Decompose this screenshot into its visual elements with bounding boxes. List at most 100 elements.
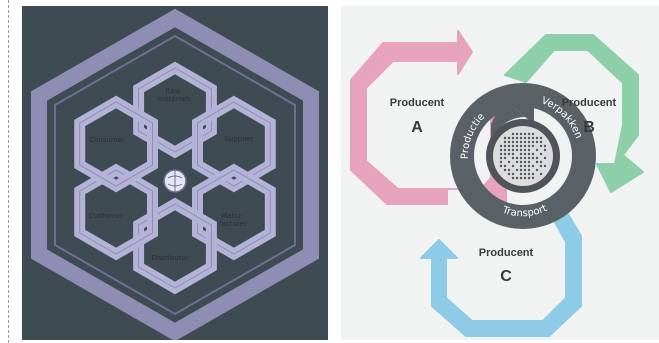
globe-dot xyxy=(527,168,531,172)
globe-dot xyxy=(527,172,531,176)
globe-dot xyxy=(535,160,539,164)
loop-distributor-edge xyxy=(138,203,212,289)
globe-dot xyxy=(539,160,543,164)
globe-dot xyxy=(535,168,539,172)
loop-customer-edge xyxy=(79,169,153,255)
node-raw-materials: Raw materials xyxy=(158,87,191,103)
globe-dot xyxy=(523,144,527,148)
globe-dot xyxy=(511,172,515,176)
globe-dot xyxy=(507,148,511,152)
globe-dot xyxy=(539,172,543,176)
producer-b-name: Producent xyxy=(562,97,617,109)
globe-dot xyxy=(523,140,527,144)
globe-dot xyxy=(519,140,523,144)
node-distributor: Distributor xyxy=(151,254,188,262)
globe-dot xyxy=(519,152,523,156)
globe-dot xyxy=(515,140,519,144)
globe-dot xyxy=(515,176,519,180)
globe-dot xyxy=(523,164,527,168)
node-manufacturer: Manu- facturer xyxy=(219,212,247,228)
globe-dot xyxy=(515,148,519,152)
dotted-globe xyxy=(493,126,553,186)
globe-dot xyxy=(519,164,523,168)
globe-dot xyxy=(535,156,539,160)
process-ring xyxy=(450,83,596,229)
globe-dot xyxy=(499,148,503,152)
node-consumer: Consumer xyxy=(89,136,125,144)
globe-dot xyxy=(503,144,507,148)
globe-dot xyxy=(539,144,543,148)
globe-dot xyxy=(531,132,535,136)
producer-c-letter: C xyxy=(500,268,512,285)
globe-dot xyxy=(523,176,527,180)
globe-dot xyxy=(503,140,507,144)
node-supplier: Supplier xyxy=(225,135,254,143)
producer-b-letter: B xyxy=(583,119,595,136)
producer-a-letter: A xyxy=(411,119,423,136)
globe-dot xyxy=(535,136,539,140)
producer-c-name: Producent xyxy=(479,247,534,259)
globe-dot xyxy=(523,160,527,164)
supply-chain-diagram: Raw materials Supplier Manu- facturer Di… xyxy=(31,8,319,340)
globe-dot xyxy=(527,144,531,148)
globe-dot xyxy=(535,148,539,152)
globe-dot xyxy=(523,156,527,160)
globe-dot xyxy=(527,164,531,168)
globe-dot xyxy=(515,160,519,164)
loop-producent-b xyxy=(504,34,644,193)
globe-dot xyxy=(511,132,515,136)
globe-dot xyxy=(527,132,531,136)
globe-dot xyxy=(507,136,511,140)
globe-dot xyxy=(523,172,527,176)
globe-dot xyxy=(527,140,531,144)
globe-dot xyxy=(527,152,531,156)
dashed-separator xyxy=(8,0,9,343)
globe-dot xyxy=(507,144,511,148)
globe-dot xyxy=(503,136,507,140)
inner-hexagon-frame xyxy=(54,34,296,316)
globe-dot xyxy=(531,152,535,156)
globe-dot xyxy=(519,132,523,136)
globe-dot xyxy=(515,132,519,136)
globe-dot xyxy=(511,152,515,156)
loop-consumer-edge xyxy=(79,101,153,187)
globe-dot xyxy=(523,168,527,172)
globe-dot xyxy=(543,164,547,168)
globe-dot xyxy=(519,144,523,148)
globe-dot xyxy=(515,156,519,160)
globe-dot xyxy=(543,148,547,152)
globe-icon-lines xyxy=(167,170,183,192)
globe-dot xyxy=(511,136,515,140)
globe-dot xyxy=(535,140,539,144)
globe-dot xyxy=(503,148,507,152)
globe-dot xyxy=(539,136,543,140)
globe-dot xyxy=(519,172,523,176)
node-customer: Customer xyxy=(89,212,123,220)
producers-diagram: Productie Verpakken Transport Producent … xyxy=(350,30,644,337)
globe-dot xyxy=(499,160,503,164)
globe-dot xyxy=(503,168,507,172)
globe-dot xyxy=(519,168,523,172)
globe-dot xyxy=(531,176,535,180)
globe-dot xyxy=(515,168,519,172)
loop-supplier-edge xyxy=(197,101,271,187)
globe-dot xyxy=(515,136,519,140)
loop-raw-materials-edge xyxy=(138,67,212,153)
producer-a-name: Producent xyxy=(390,97,445,109)
ring-segment-productie xyxy=(489,102,525,164)
outer-hexagon-frame xyxy=(31,8,319,340)
globe-dot xyxy=(519,160,523,164)
globe-dot xyxy=(511,156,515,160)
globe-dot xyxy=(503,152,507,156)
globe-dot xyxy=(499,164,503,168)
globe-dot xyxy=(519,148,523,152)
globe-dot xyxy=(523,152,527,156)
globe-dot xyxy=(531,164,535,168)
globe-dot xyxy=(523,136,527,140)
globe-dot xyxy=(503,164,507,168)
globe-dot xyxy=(543,156,547,160)
globe-dot xyxy=(527,148,531,152)
globe-dot xyxy=(511,176,515,180)
globe-dot xyxy=(507,140,511,144)
globe-dot xyxy=(511,144,515,148)
